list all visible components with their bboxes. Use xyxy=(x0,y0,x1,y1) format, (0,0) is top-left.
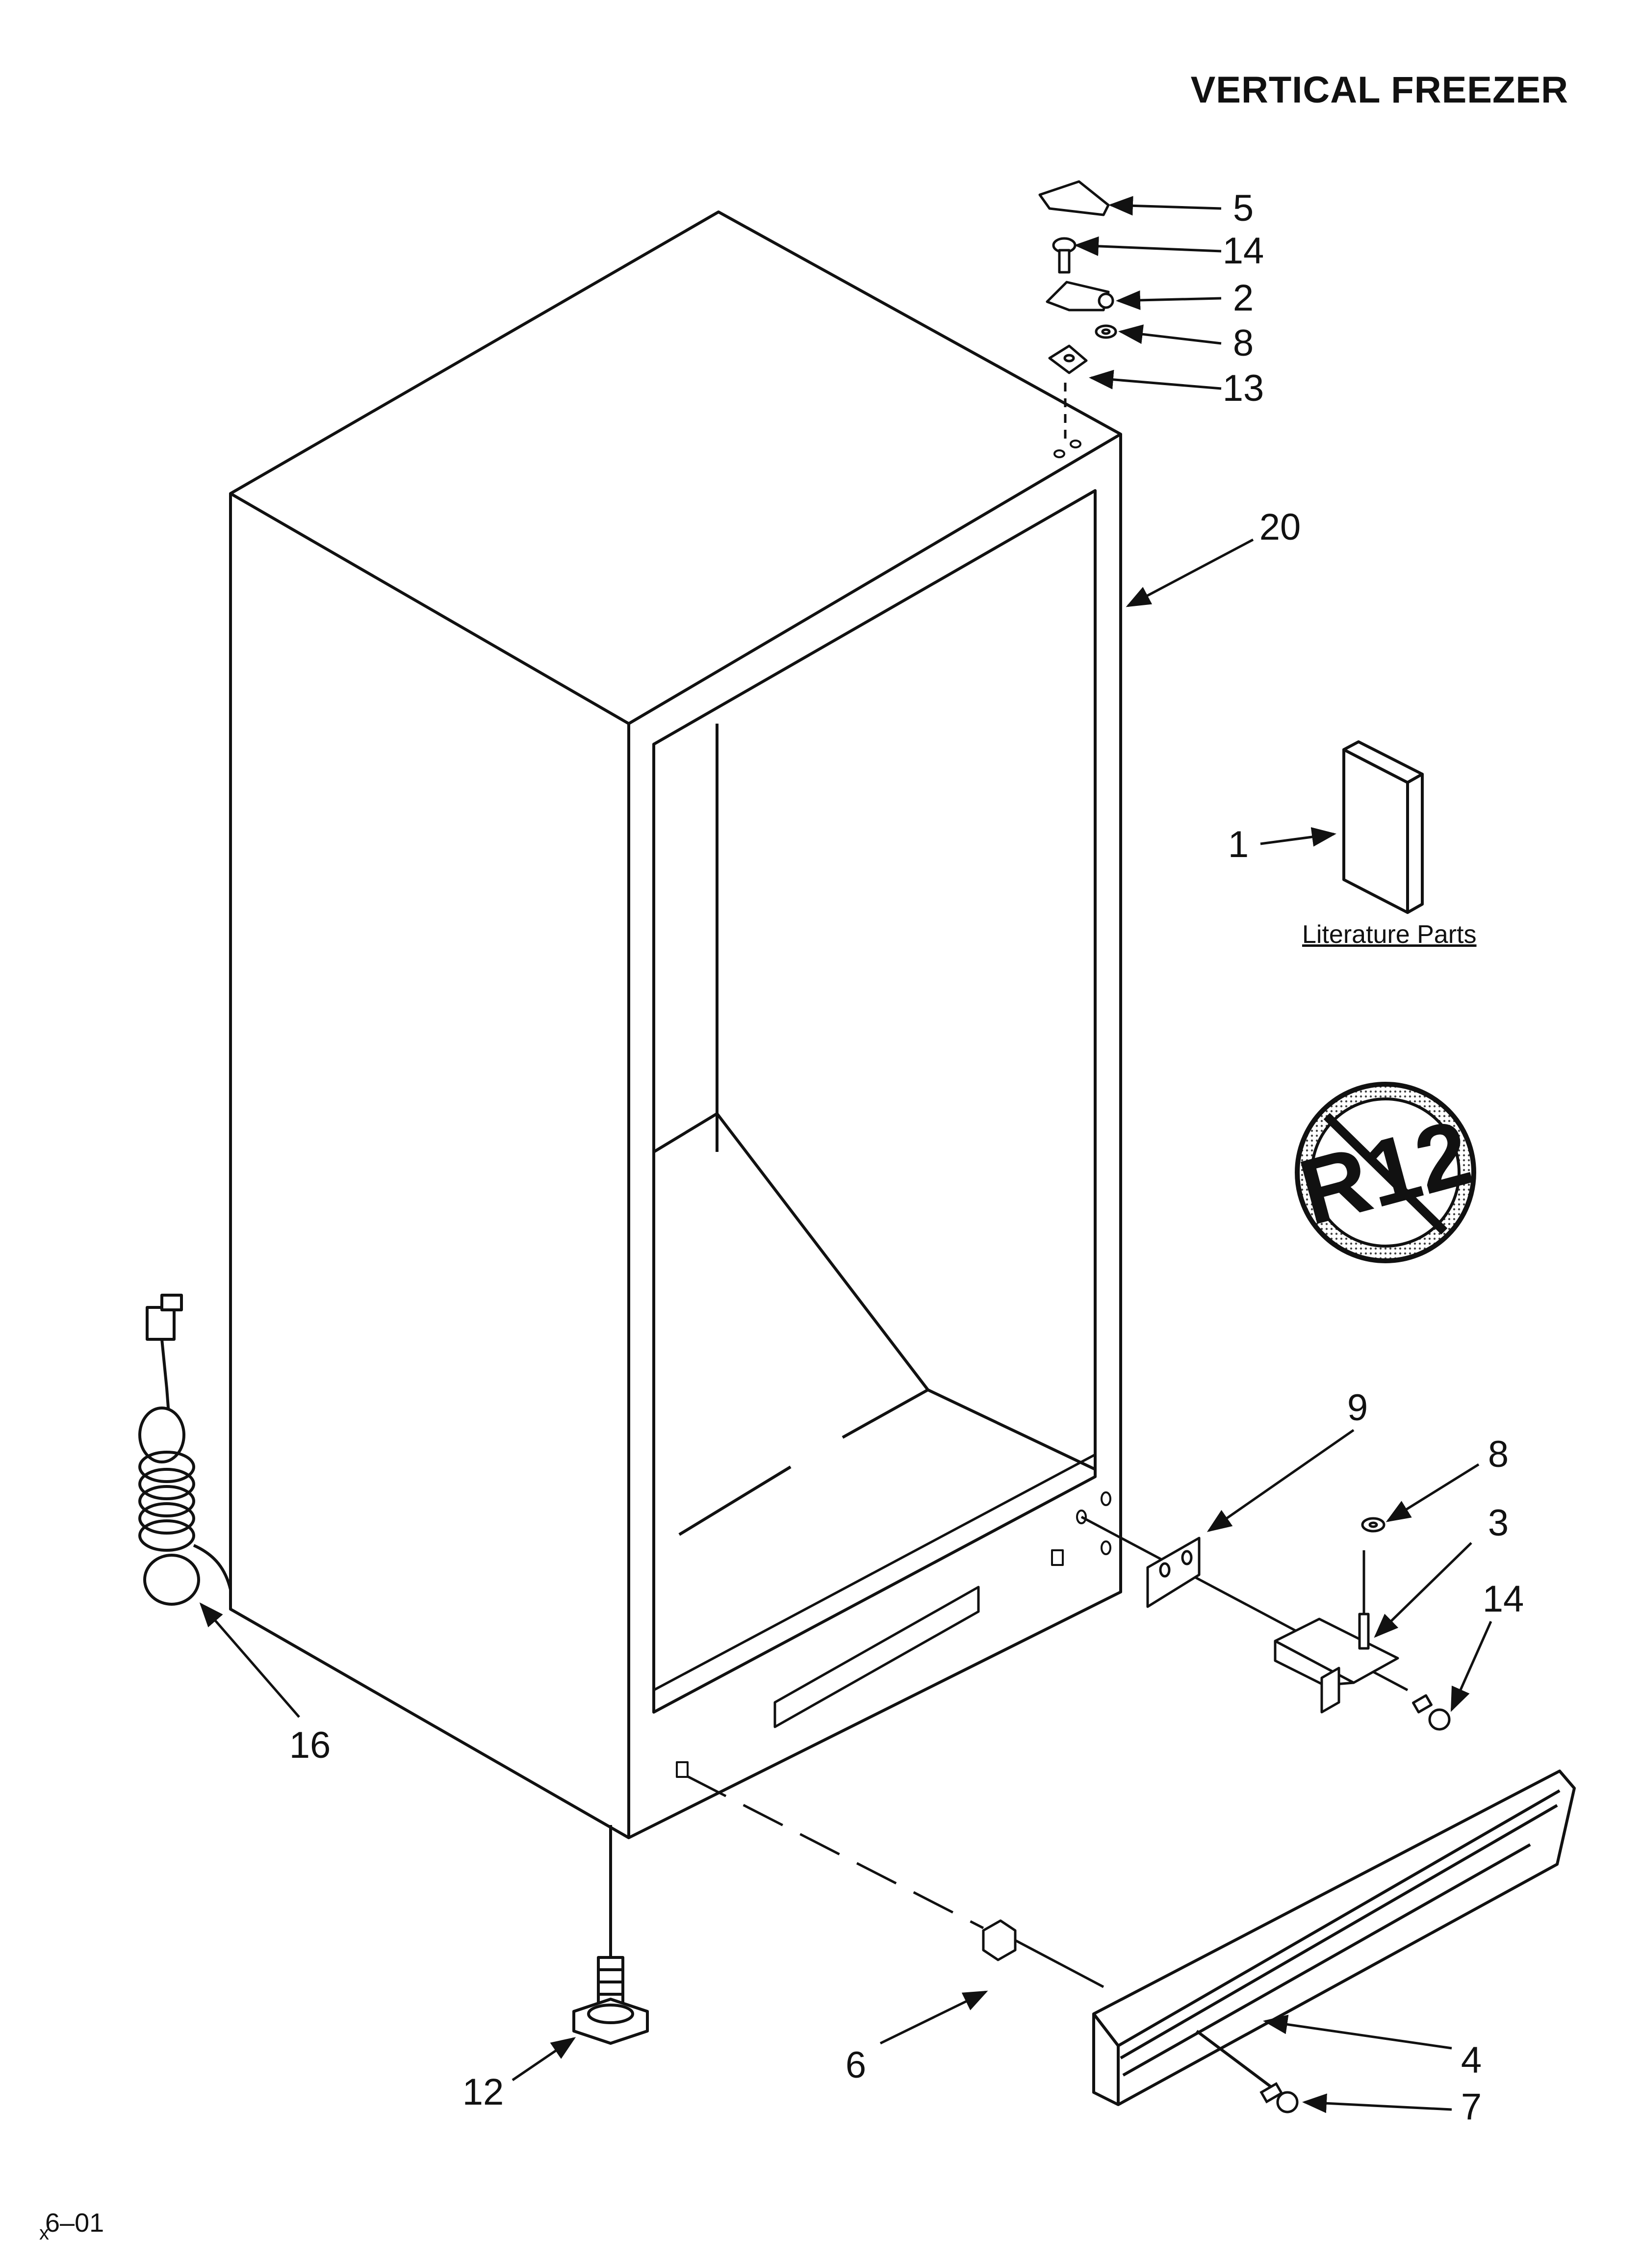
callout-20: 20 xyxy=(1259,506,1301,548)
bottom-hinge-assembly xyxy=(1080,1515,1451,1731)
callout-7: 7 xyxy=(1461,2086,1482,2128)
callout-9: 9 xyxy=(1347,1387,1368,1429)
base-grille-part-4 xyxy=(1092,1770,1576,2106)
page-title: VERTICAL FREEZER xyxy=(1190,69,1568,111)
callout-5: 5 xyxy=(1232,187,1254,229)
power-cord-part-16 xyxy=(138,1294,232,1606)
callout-8-top: 8 xyxy=(1232,322,1254,364)
grille-clip-part-6 xyxy=(686,1774,1104,1988)
callout-13: 13 xyxy=(1222,367,1264,409)
callout-3: 3 xyxy=(1488,1502,1509,1544)
literature-book-part-1 xyxy=(1342,740,1424,914)
literature-parts-label: Literature Parts xyxy=(1302,920,1477,949)
callout-12: 12 xyxy=(462,2071,504,2113)
no-r12-badge: R12 xyxy=(1289,1082,1482,1263)
callout-2: 2 xyxy=(1232,277,1254,319)
hinge-shim-part-9 xyxy=(1146,1537,1201,1608)
footer-code: 6–01 xyxy=(45,2208,104,2238)
callout-14-top: 14 xyxy=(1222,230,1264,272)
callout-16: 16 xyxy=(289,1724,331,1766)
callout-14-bottom: 14 xyxy=(1482,1578,1524,1620)
callout-8-bottom: 8 xyxy=(1488,1434,1509,1475)
freezer-cabinet xyxy=(229,210,1122,1839)
grille-screw-part-7 xyxy=(1259,2082,1299,2113)
hinge-cover-part-5 xyxy=(1038,180,1110,216)
leveling-leg-part-12 xyxy=(572,1825,649,2045)
callout-6: 6 xyxy=(845,2044,867,2086)
leader-arrows xyxy=(199,196,1492,2113)
footer-mark: x xyxy=(39,2222,49,2244)
top-hinge-part-2 xyxy=(1046,281,1110,312)
top-hinge-assembly xyxy=(1038,180,1117,442)
callout-1: 1 xyxy=(1228,824,1249,865)
callout-4: 4 xyxy=(1461,2039,1482,2081)
